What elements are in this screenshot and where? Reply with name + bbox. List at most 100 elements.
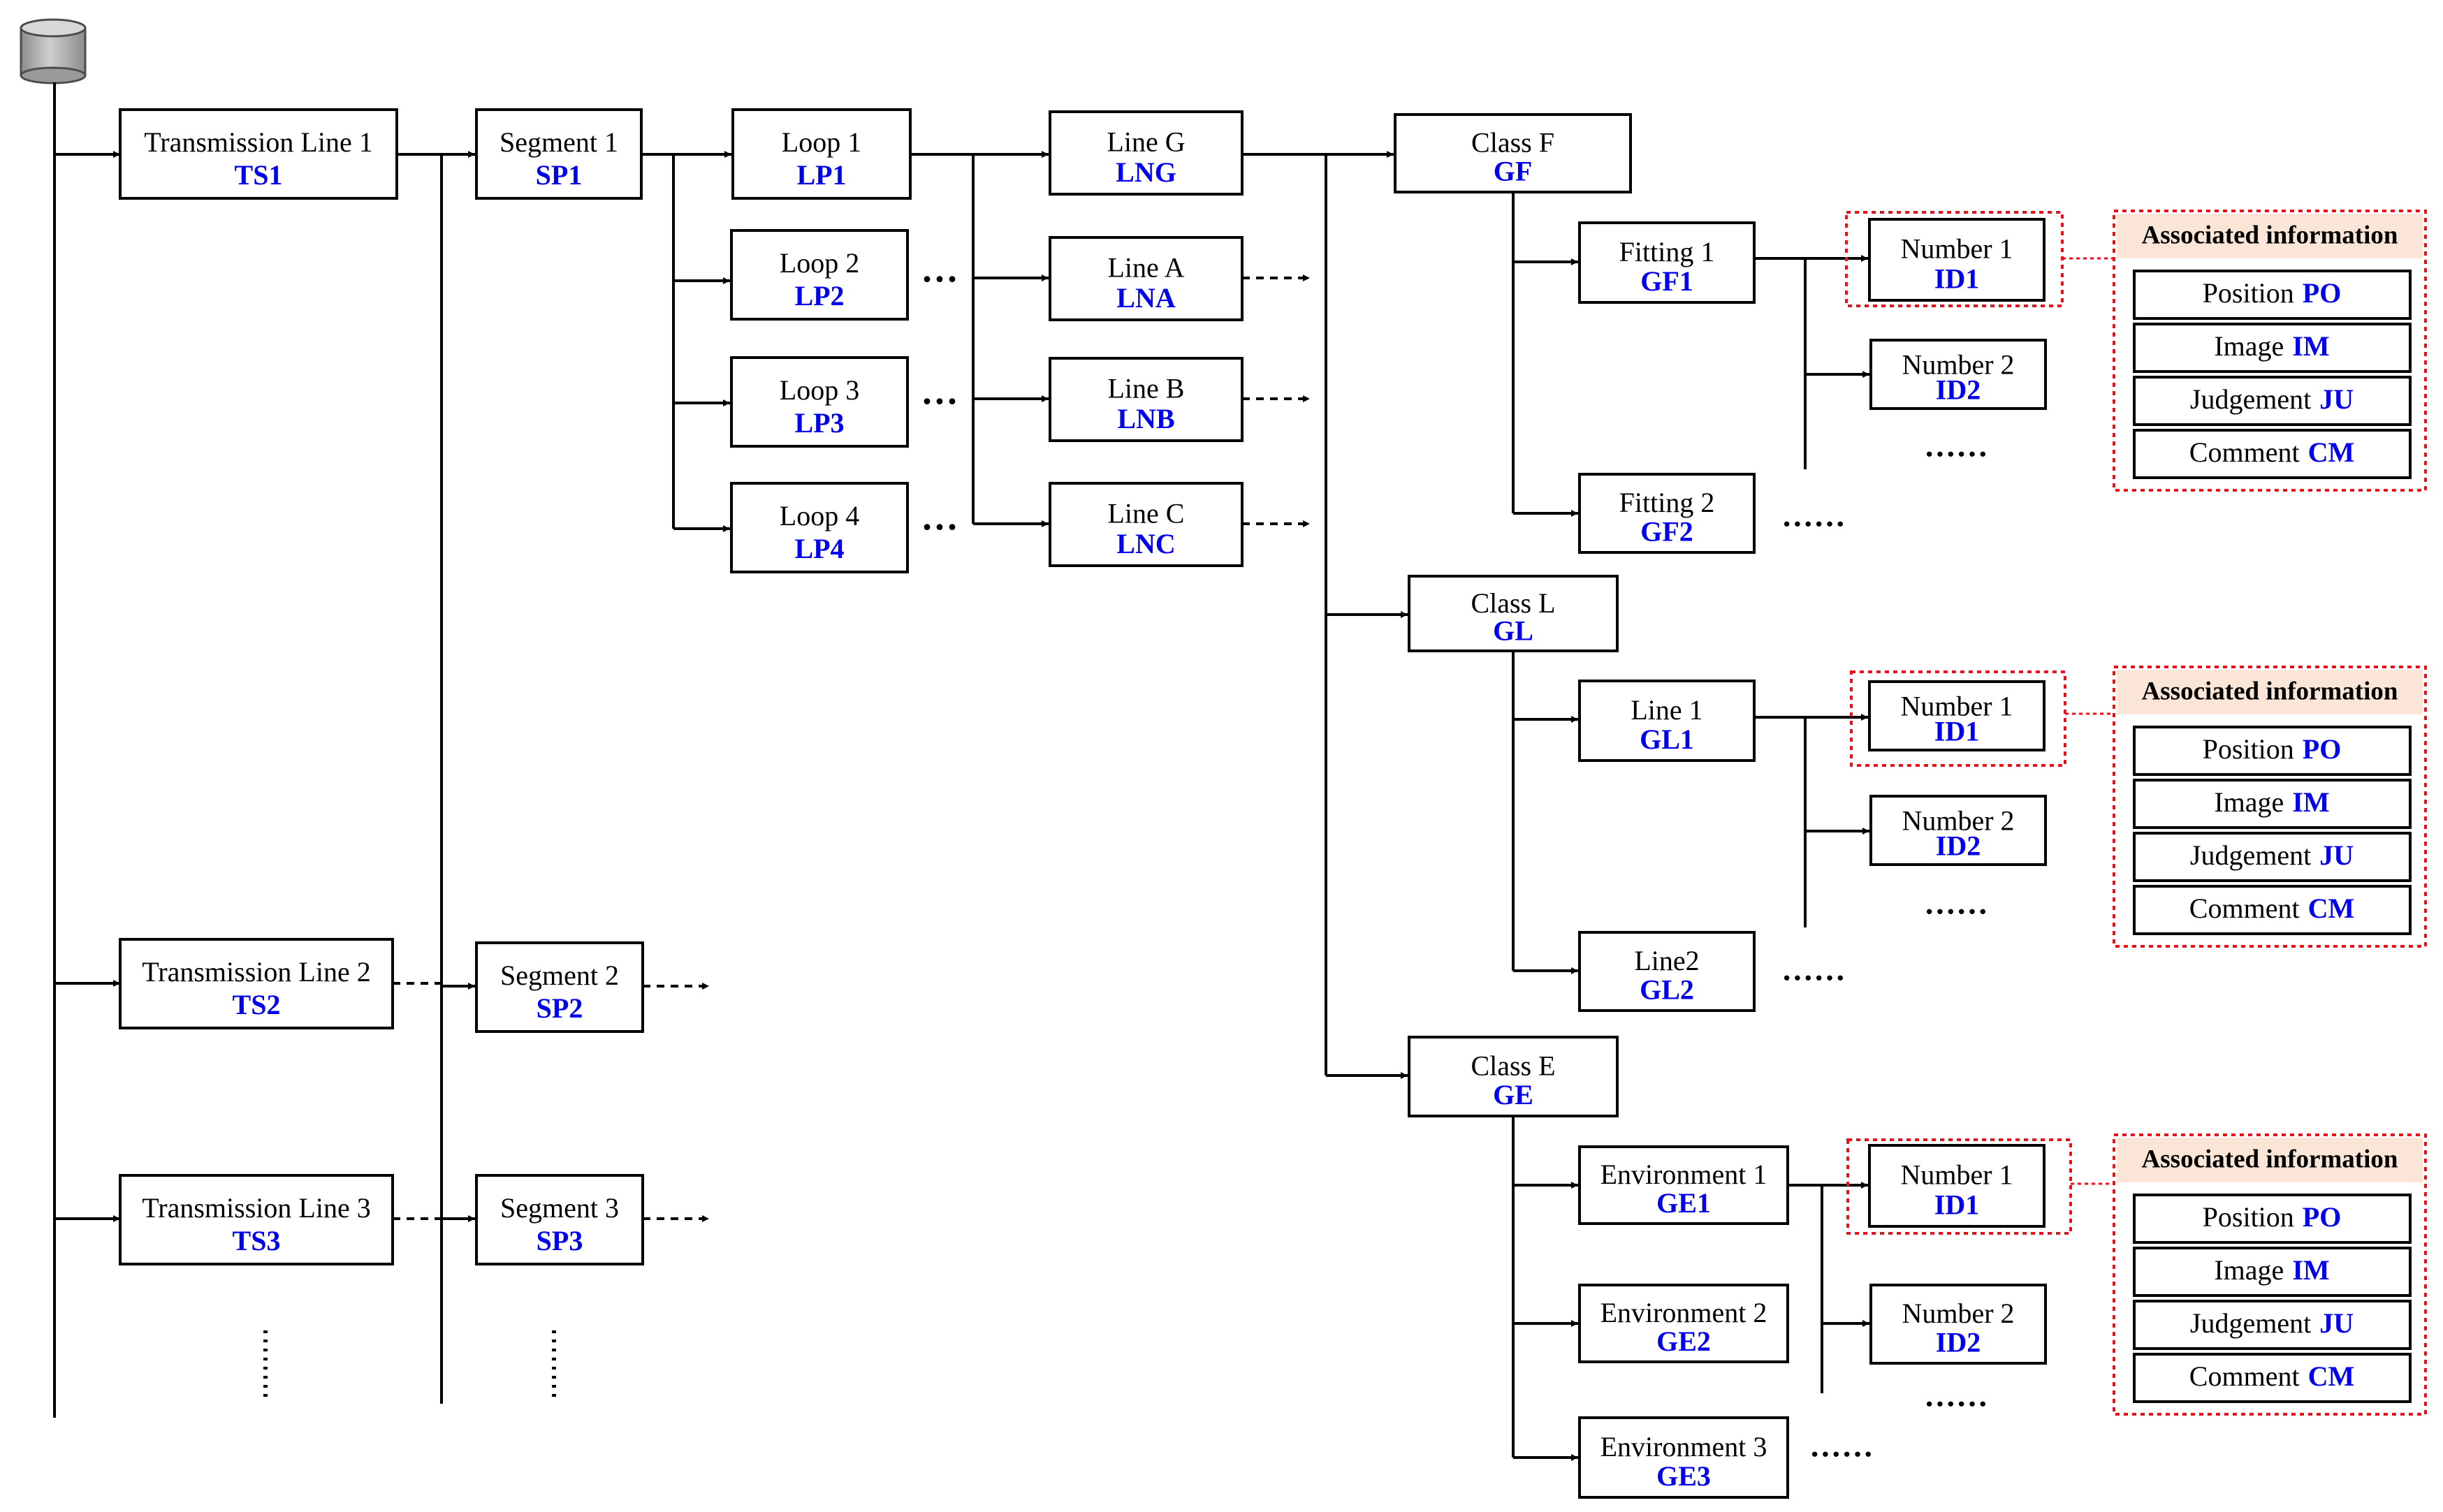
- node-name: Line 1: [1631, 694, 1702, 726]
- field-box: [2133, 779, 2412, 829]
- node-name: Transmission Line 1: [144, 126, 372, 158]
- node-code: GF: [1494, 156, 1533, 187]
- field-name: Comment: [2189, 893, 2300, 924]
- node-code: GF1: [1640, 265, 1693, 297]
- node-code: ID1: [1934, 716, 1979, 747]
- node-box: [1578, 1145, 1789, 1225]
- node-name: Transmission Line 2: [142, 956, 370, 988]
- field-name: Image: [2214, 330, 2284, 362]
- field-code: PO: [2303, 1201, 2342, 1233]
- node-name: Number 2: [1902, 805, 2014, 836]
- field-box: [2133, 270, 2412, 320]
- node-box: [1049, 110, 1244, 196]
- node-box: [1408, 1036, 1619, 1117]
- field-code: JU: [2319, 1307, 2354, 1339]
- field-code: IM: [2292, 786, 2329, 818]
- node-box: [1049, 482, 1244, 567]
- field-code: PO: [2303, 277, 2342, 309]
- node-code: GL1: [1640, 724, 1694, 755]
- node-box: [475, 941, 644, 1033]
- node-name: Loop 2: [780, 247, 859, 279]
- node-name: Environment 3: [1600, 1431, 1767, 1462]
- node-code: ID2: [1936, 1326, 1981, 1358]
- node-name: Number 1: [1900, 1159, 2013, 1191]
- node-box: [1049, 357, 1244, 442]
- ellipsis-dots: ···: [921, 506, 958, 548]
- node-code: GL: [1493, 615, 1533, 647]
- node-box: [731, 108, 912, 200]
- ellipsis-dots: ······: [1924, 894, 1988, 930]
- field-label: Position PO: [2203, 1201, 2342, 1233]
- field-name: Position: [2203, 1201, 2294, 1233]
- node-code: TS1: [235, 159, 283, 191]
- highlight-frames: [1845, 211, 2072, 1235]
- node-code: ID1: [1934, 1189, 1979, 1220]
- ellipsis-dots: ···: [921, 380, 958, 422]
- node-box: [475, 1174, 644, 1265]
- field-name: Position: [2203, 277, 2294, 309]
- node-name: Transmission Line 3: [142, 1192, 370, 1224]
- node-name: Loop 3: [780, 374, 859, 406]
- node-code: ID2: [1936, 830, 1981, 862]
- node-name: Fitting 1: [1619, 236, 1715, 267]
- node-box: [1578, 473, 1756, 554]
- node-code: SP3: [537, 1225, 583, 1256]
- node-gf: Class FGF: [1394, 113, 1632, 193]
- node-code: LP2: [794, 280, 844, 311]
- info-field-po: Position PO: [2133, 1194, 2412, 1244]
- ellipsis-dots: ······: [1809, 1437, 1874, 1472]
- field-name: Comment: [2189, 1360, 2300, 1392]
- field-code: PO: [2303, 733, 2342, 765]
- field-name: Judgement: [2190, 1307, 2311, 1339]
- node-code: GF2: [1640, 515, 1693, 547]
- node-box: [475, 108, 643, 200]
- field-code: IM: [2292, 330, 2329, 362]
- node-code: GL2: [1640, 974, 1694, 1005]
- node-box: [1578, 931, 1756, 1012]
- node-code: GE2: [1656, 1326, 1711, 1357]
- field-name: Comment: [2189, 436, 2300, 468]
- database-icon: [20, 18, 87, 85]
- field-code: JU: [2319, 383, 2354, 415]
- vertical-ellipses: [263, 1330, 556, 1398]
- node-box: [119, 108, 398, 200]
- node-name: Number 2: [1902, 1298, 2014, 1329]
- node-name: Class F: [1471, 127, 1554, 159]
- node-box: [1578, 680, 1756, 762]
- field-name: Image: [2214, 1254, 2284, 1286]
- node-name: Segment 2: [500, 960, 619, 991]
- node-code: GE3: [1656, 1460, 1711, 1492]
- node-box: [730, 229, 909, 321]
- node-box: [730, 356, 909, 448]
- node-box: [1869, 339, 2047, 410]
- node-box: [1868, 680, 2045, 751]
- node-code: SP2: [537, 992, 583, 1024]
- panel-header-bg: [2117, 670, 2423, 714]
